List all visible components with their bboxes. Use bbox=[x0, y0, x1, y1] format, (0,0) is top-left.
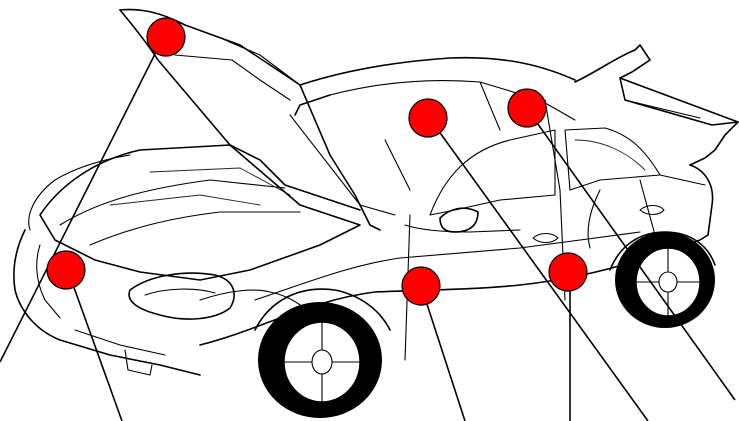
leader-hood-top bbox=[0, 50, 157, 362]
hotspot-front-door-pillar[interactable] bbox=[402, 267, 440, 305]
hotspot-roof-front[interactable] bbox=[409, 99, 447, 137]
car-body bbox=[14, 10, 738, 375]
hotspot-headlight-front[interactable] bbox=[47, 251, 85, 289]
rear-spoiler bbox=[575, 45, 738, 165]
front-wheel bbox=[255, 289, 390, 418]
leader-headlight-front bbox=[72, 282, 122, 421]
hotspot-hood-top[interactable] bbox=[147, 18, 185, 56]
hotspot-b-pillar[interactable] bbox=[508, 89, 546, 127]
hotspot-rear-door[interactable] bbox=[549, 253, 587, 291]
headlight bbox=[129, 273, 234, 319]
rear-door-handle bbox=[640, 206, 664, 215]
leader-front-door-pillar bbox=[425, 298, 465, 421]
front-bumper bbox=[14, 230, 200, 375]
front-door-handle bbox=[533, 234, 558, 243]
front-side-window bbox=[430, 130, 555, 215]
